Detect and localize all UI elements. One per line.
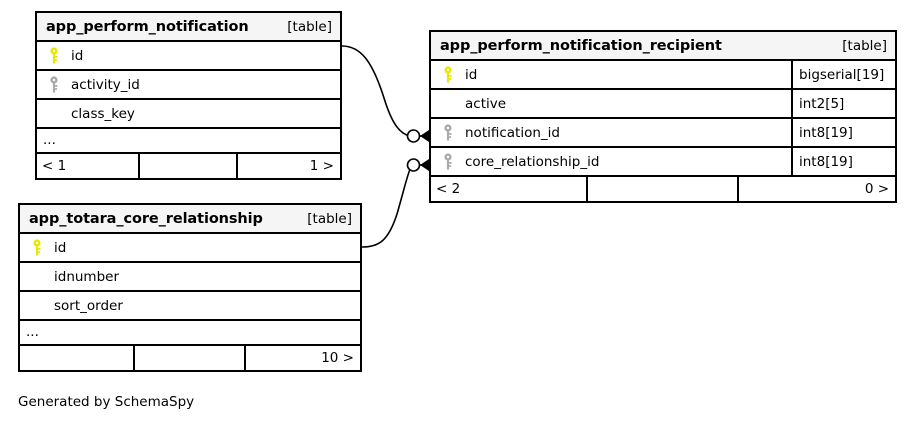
footer-middle-cell — [585, 177, 740, 201]
no-key-icon — [26, 297, 50, 314]
column-name: core_relationship_id — [465, 153, 600, 170]
footer-middle-cell — [133, 346, 246, 370]
table-row[interactable]: core_relationship_id int8[19] — [431, 148, 895, 177]
table-row[interactable]: idnumber — [20, 263, 360, 292]
column-cell: class_key — [37, 100, 340, 127]
no-key-icon — [43, 105, 67, 122]
relationship-coreRelationship-to-recipient — [361, 157, 433, 248]
table-header: app_perform_notification_recipient [tabl… — [431, 32, 895, 61]
column-cell: notification_id — [431, 119, 791, 146]
table-title: app_perform_notification_recipient — [440, 37, 722, 54]
column-cell: id — [431, 61, 791, 88]
table-kind-label: [table] — [287, 18, 332, 35]
column-cell: active — [431, 90, 791, 117]
table-footer: < 2 0 > — [431, 177, 895, 201]
column-cell: id — [20, 234, 360, 261]
table-row[interactable]: active int2[5] — [431, 90, 895, 119]
primary-key-icon — [26, 239, 50, 256]
parent-relationship-count[interactable]: < 2 — [436, 181, 461, 197]
column-cell: sort_order — [20, 292, 360, 319]
column-name: id — [71, 47, 84, 64]
table-footer: 10 > — [20, 346, 360, 370]
parent-relationship-count[interactable] — [20, 346, 133, 370]
footer-middle-cell — [138, 154, 238, 178]
table-row[interactable]: id — [37, 42, 340, 71]
more-columns-dots: ... — [43, 132, 56, 149]
table-kind-label: [table] — [842, 37, 887, 54]
column-name: id — [465, 66, 478, 83]
column-cell: core_relationship_id — [431, 148, 791, 175]
table-header: app_perform_notification [table] — [37, 13, 340, 42]
table-row[interactable]: class_key — [37, 100, 340, 129]
table-row[interactable]: notification_id int8[19] — [431, 119, 895, 148]
table-header: app_totara_core_relationship [table] — [20, 205, 360, 234]
table-kind-label: [table] — [307, 210, 352, 227]
column-name: idnumber — [54, 268, 120, 285]
column-type: int2[5] — [791, 90, 895, 117]
table-row[interactable]: id — [20, 234, 360, 263]
more-columns-indicator: ... — [20, 321, 360, 346]
generated-by-caption: Generated by SchemaSpy — [18, 394, 195, 410]
column-name: id — [54, 239, 67, 256]
more-columns-dots: ... — [26, 324, 39, 341]
foreign-key-icon — [437, 124, 461, 141]
column-type: int8[19] — [791, 148, 895, 175]
table-row[interactable]: activity_id — [37, 71, 340, 100]
primary-key-icon — [437, 66, 461, 83]
table-title: app_totara_core_relationship — [29, 210, 263, 227]
cardinality-zero-marker — [406, 158, 421, 172]
column-name: active — [465, 95, 507, 112]
table-row[interactable]: id bigserial[19] — [431, 61, 895, 90]
no-key-icon — [26, 268, 50, 285]
cardinality-zero-marker — [406, 129, 421, 143]
child-relationship-count[interactable]: 1 > — [309, 158, 334, 174]
child-relationship-count[interactable]: 0 > — [864, 181, 890, 197]
column-name: class_key — [71, 105, 135, 122]
primary-key-icon — [43, 47, 67, 64]
column-name: notification_id — [465, 124, 560, 141]
child-relationship-count[interactable]: 10 > — [321, 350, 354, 366]
column-type: bigserial[19] — [791, 61, 895, 88]
parent-relationship-count[interactable]: < 1 — [42, 158, 67, 174]
table-title: app_perform_notification — [46, 18, 249, 35]
foreign-key-icon — [43, 76, 67, 93]
column-cell: id — [37, 42, 340, 69]
column-name: sort_order — [54, 297, 123, 314]
table-app-totara-core-relationship[interactable]: app_totara_core_relationship [table] id — [18, 203, 362, 372]
relationship-notification-to-recipient — [341, 45, 433, 144]
column-cell: activity_id — [37, 71, 340, 98]
more-columns-indicator: ... — [37, 129, 340, 154]
table-app-perform-notification[interactable]: app_perform_notification [table] id — [35, 11, 342, 180]
table-app-perform-notification-recipient[interactable]: app_perform_notification_recipient [tabl… — [429, 30, 897, 203]
column-type: int8[19] — [791, 119, 895, 146]
table-row[interactable]: sort_order — [20, 292, 360, 321]
table-footer: < 1 1 > — [37, 154, 340, 178]
foreign-key-icon — [437, 153, 461, 170]
column-name: activity_id — [71, 76, 140, 93]
no-key-icon — [437, 95, 461, 112]
column-cell: idnumber — [20, 263, 360, 290]
